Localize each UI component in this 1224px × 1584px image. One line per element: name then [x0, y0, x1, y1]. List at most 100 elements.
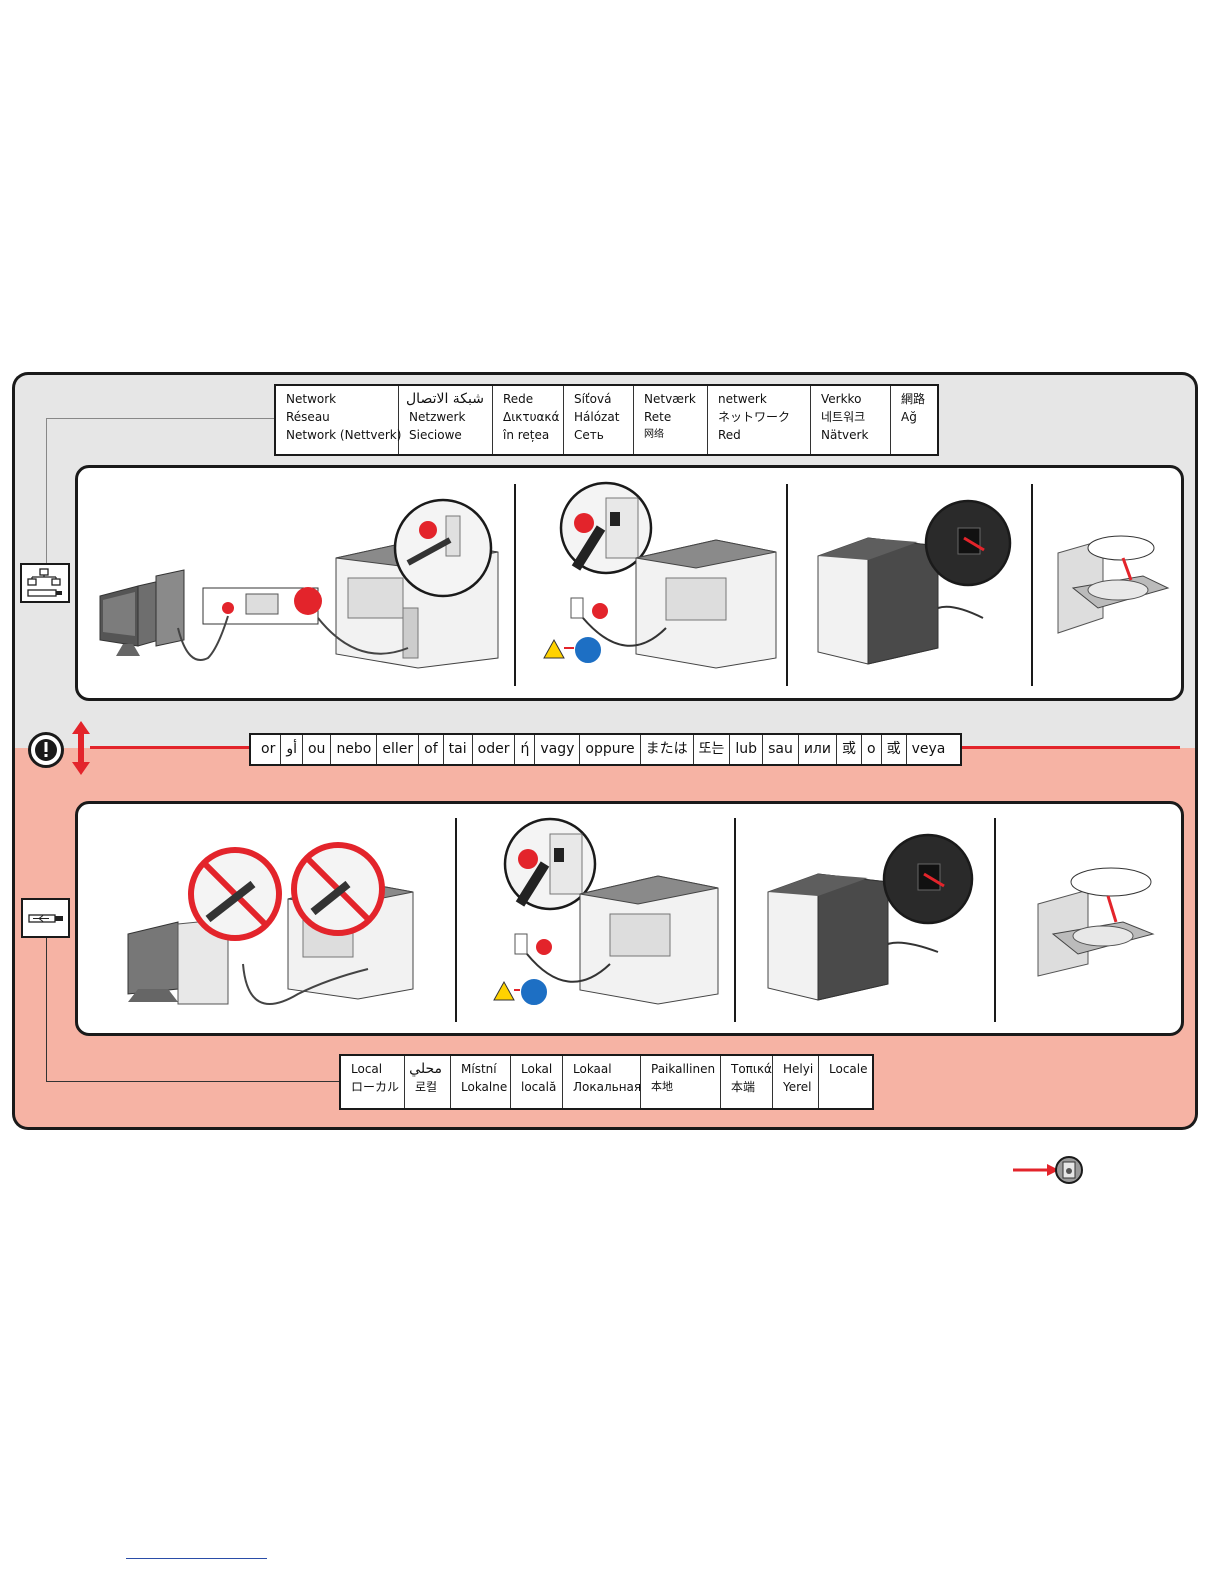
- label-text: Rete: [644, 410, 672, 424]
- label-text: Místní: [461, 1062, 497, 1076]
- software-cd-illustration: [1057, 535, 1170, 634]
- step-divider: [455, 818, 457, 1022]
- network-connector-line: [46, 418, 274, 419]
- power-switch-illustration: [817, 499, 1012, 665]
- or-word: eller: [377, 735, 420, 764]
- label-text: Síťová: [574, 392, 612, 406]
- label-column: Lokal locală: [511, 1056, 563, 1108]
- or-word: ou: [303, 735, 332, 764]
- local-connector-line: [46, 1081, 340, 1082]
- label-text: 本地: [651, 1080, 673, 1093]
- local-language-label: Local ローカル محلي 로컬 Místní Lokalne Lokal …: [339, 1054, 874, 1110]
- label-column: Paikallinen 本地: [641, 1056, 721, 1108]
- or-word: oder: [473, 735, 516, 764]
- network-cable-illustration: [99, 498, 499, 669]
- label-column: Local ローカル: [341, 1056, 405, 1108]
- usb-cable-illustration: [127, 842, 414, 1005]
- label-text: locală: [521, 1080, 557, 1094]
- or-word: или: [799, 735, 837, 764]
- label-column: netwerk ネットワーク Red: [708, 386, 811, 454]
- label-column: Network Réseau Network (Nettverk): [276, 386, 402, 454]
- or-word: or: [251, 735, 282, 764]
- or-word: أو: [281, 735, 303, 764]
- label-text: Rede: [503, 392, 534, 406]
- label-text: Локальная: [573, 1080, 642, 1094]
- network-steps-panel: [75, 465, 1184, 701]
- step-divider: [994, 818, 996, 1022]
- label-text: Lokal: [521, 1062, 553, 1076]
- step-divider: [786, 484, 788, 686]
- label-column: Síťová Hálózat Сеть: [564, 386, 634, 454]
- label-text: شبكة الاتصال: [406, 391, 484, 407]
- label-text: Local: [351, 1062, 383, 1076]
- label-text: Helyi: [783, 1062, 814, 1076]
- usb-steps-panel: [75, 801, 1184, 1036]
- label-text: Ağ: [901, 410, 917, 424]
- label-text: Lokalne: [461, 1080, 508, 1094]
- or-word: sau: [763, 735, 799, 764]
- label-text: Sieciowe: [409, 428, 462, 442]
- footer-rule: [126, 1558, 267, 1559]
- label-text: Δικτυακά: [503, 410, 560, 424]
- double-arrow-icon: [72, 721, 90, 775]
- or-word: vagy: [535, 735, 581, 764]
- label-text: Сеть: [574, 428, 604, 442]
- label-text: Nätverk: [821, 428, 869, 442]
- label-text: Hálózat: [574, 410, 620, 424]
- label-column: Locale: [819, 1056, 874, 1108]
- label-text: ネットワーク: [718, 410, 791, 424]
- label-column: محلي 로컬: [405, 1056, 451, 1108]
- label-column: Netværk Rete 网络: [634, 386, 708, 454]
- or-word: 또는: [694, 735, 731, 764]
- label-column: Rede Δικτυακά în rețea: [493, 386, 564, 454]
- label-text: Network: [286, 392, 337, 406]
- label-text: 네트워크: [821, 410, 866, 424]
- or-word: o: [862, 735, 882, 764]
- or-word: 或: [837, 735, 862, 764]
- label-text: Réseau: [286, 410, 330, 424]
- or-word: veya: [911, 741, 946, 757]
- network-connector-line-v: [46, 418, 47, 564]
- label-column: Helyi Yerel: [773, 1056, 819, 1108]
- or-word: oppure: [580, 735, 641, 764]
- or-word: 或: [882, 735, 907, 764]
- label-column: 網路 Ağ: [891, 386, 937, 454]
- software-cd-illustration: [1037, 867, 1155, 977]
- or-word: nebo: [331, 735, 378, 764]
- label-column: شبكة الاتصال Netzwerk Sieciowe: [399, 386, 493, 454]
- label-text: Locale: [829, 1062, 868, 1076]
- label-column: Místní Lokalne: [451, 1056, 511, 1108]
- or-word: lub: [730, 735, 764, 764]
- label-column: Verkko 네트워크 Nätverk: [811, 386, 891, 454]
- label-text: محلي: [409, 1061, 442, 1077]
- label-text: Netværk: [644, 392, 696, 406]
- label-text: 網路: [901, 392, 926, 406]
- or-language-label: or أو ou nebo eller of tai oder ή vagy o…: [249, 733, 962, 766]
- power-switch-illustration: [767, 833, 974, 1001]
- label-text: ローカル: [351, 1080, 400, 1094]
- label-text: Paikallinen: [651, 1062, 716, 1076]
- label-text: Τοπικά: [731, 1062, 772, 1076]
- step-divider: [1031, 484, 1033, 686]
- label-text: Yerel: [783, 1080, 812, 1094]
- network-connection-icon: [20, 563, 70, 603]
- label-text: 网络: [644, 429, 664, 440]
- arrow-next-icon[interactable]: [1013, 1154, 1093, 1188]
- or-word: または: [641, 735, 694, 764]
- power-cord-illustration: [493, 817, 719, 1007]
- usb-connection-icon: [21, 898, 70, 938]
- label-text: netwerk: [718, 392, 767, 406]
- label-text: Network (Nettverk): [286, 428, 402, 442]
- label-text: 本端: [731, 1080, 756, 1094]
- network-language-label: Network Réseau Network (Nettverk) شبكة ا…: [274, 384, 939, 456]
- label-column: Lokaal Локальная: [563, 1056, 641, 1108]
- local-connector-line-v: [46, 938, 47, 1082]
- power-cord-illustration: [543, 481, 777, 669]
- or-word: of: [419, 735, 444, 764]
- step-divider: [514, 484, 516, 686]
- label-text: Netzwerk: [409, 410, 466, 424]
- or-word: ή: [515, 735, 536, 764]
- label-text: 로컬: [415, 1080, 438, 1094]
- label-text: Red: [718, 428, 741, 442]
- step-divider: [734, 818, 736, 1022]
